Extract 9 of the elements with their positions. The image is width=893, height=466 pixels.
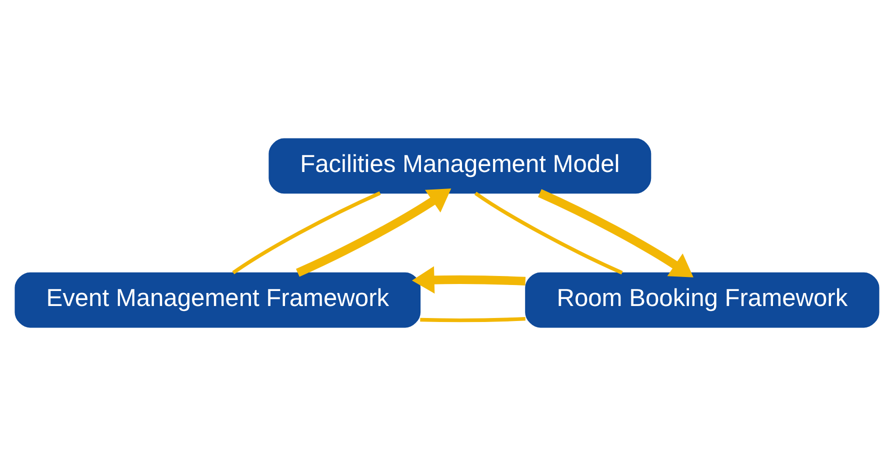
- connector: [232, 191, 380, 274]
- connector: [474, 192, 622, 275]
- connector: [420, 317, 525, 322]
- arrow: [295, 188, 451, 277]
- arrow: [411, 266, 526, 294]
- arrow: [538, 189, 693, 278]
- node-box: Facilities Management Model: [268, 138, 651, 194]
- node-box: Room Booking Framework: [524, 272, 879, 328]
- node-box: Event Management Framework: [14, 272, 420, 328]
